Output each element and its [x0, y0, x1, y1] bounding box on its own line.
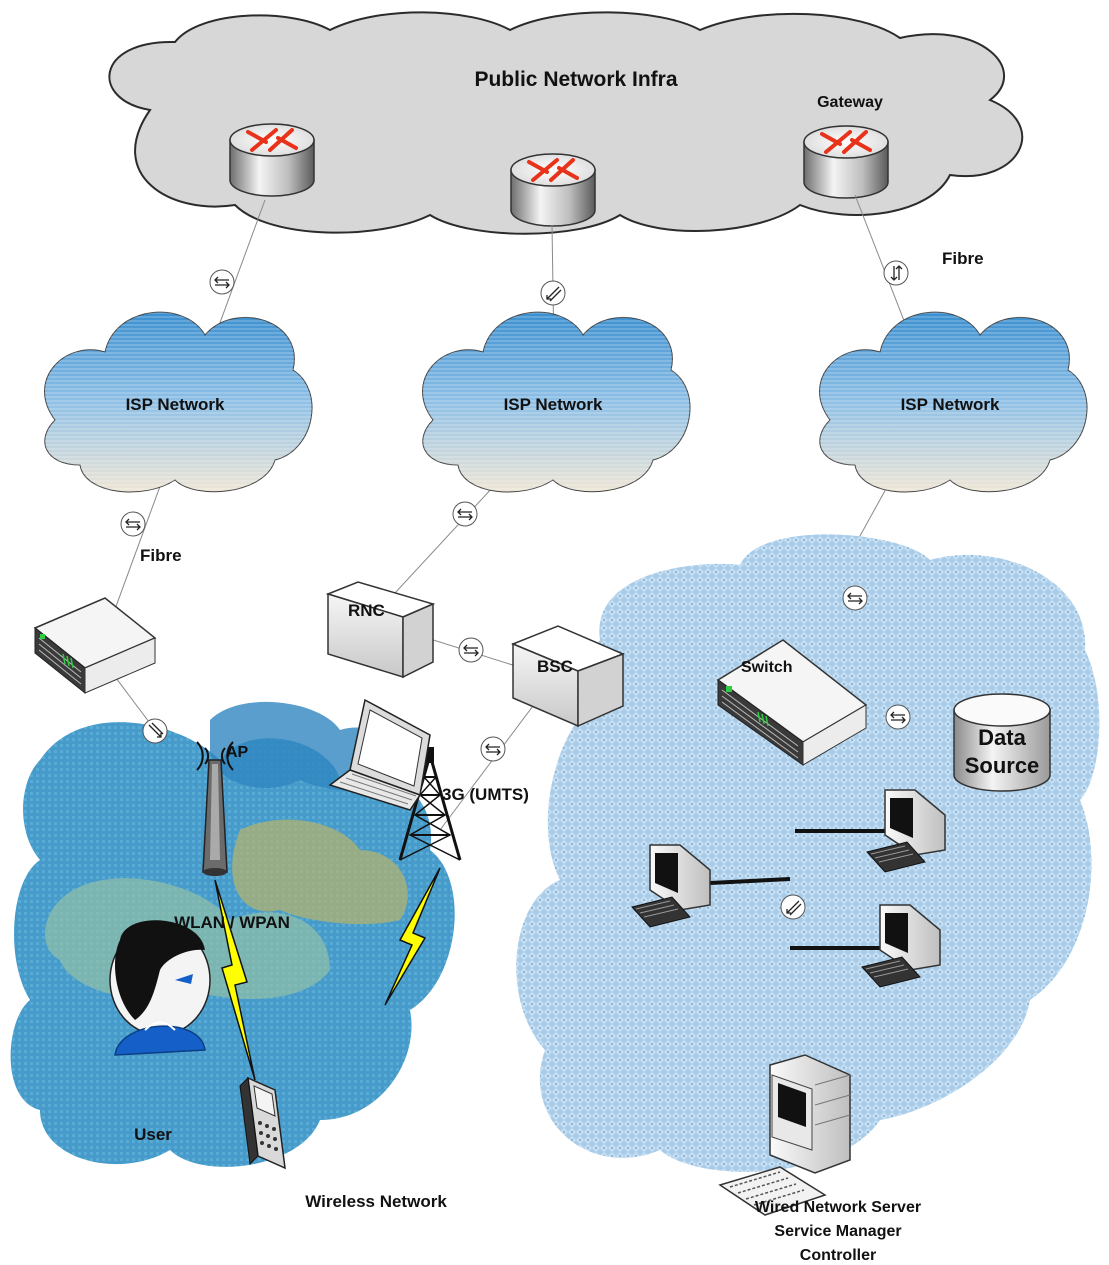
link-arrow-icon — [883, 260, 909, 286]
gateway-label: Gateway — [817, 94, 883, 111]
link-arrow-icon — [780, 894, 806, 920]
user-icon — [109, 920, 211, 1056]
link-arrow-icon — [452, 501, 478, 527]
workstation-icon — [861, 904, 941, 988]
link-arrow-icon — [885, 704, 911, 730]
fibre-label: Fibre — [942, 249, 984, 268]
link-arrow-icon — [120, 511, 146, 537]
ap-label: AP — [226, 744, 249, 761]
router-icon — [510, 153, 596, 227]
wireless-network-caption: Wireless Network — [305, 1192, 447, 1211]
link-arrow-icon — [842, 585, 868, 611]
umts-label: 3G (UMTS) — [442, 785, 529, 804]
link-arrow-icon — [142, 718, 168, 744]
link-arrow-icon — [540, 280, 566, 306]
link-arrow-icon — [480, 736, 506, 762]
workstation-icon — [631, 844, 711, 928]
isp-network-label: ISP Network — [126, 395, 225, 414]
wired-network-caption-line3: Controller — [800, 1247, 876, 1264]
isp-cloud-left: ISP Network — [44, 311, 313, 493]
mobile-phone-icon — [239, 1076, 286, 1170]
laptop-icon — [328, 698, 431, 811]
public-network-label: Public Network Infra — [474, 68, 677, 91]
rnc-box-icon: RNC — [325, 581, 436, 679]
isp-cloud-right: ISP Network — [819, 311, 1088, 493]
user-label: User — [134, 1125, 172, 1144]
workstation-icon — [866, 789, 946, 873]
public-network-cloud: Public Network Infra — [108, 11, 1023, 235]
fibre-label: Fibre — [140, 546, 182, 565]
bsc-label: BSC — [537, 657, 573, 676]
router-icon — [229, 123, 315, 197]
isp-network-label: ISP Network — [504, 395, 603, 414]
link-arrow-icon — [209, 269, 235, 295]
gateway-router-icon — [803, 125, 889, 199]
database-icon: Data Source — [953, 693, 1051, 792]
wired-network-caption-line1: Wired Network Server — [755, 1199, 921, 1216]
access-point-icon — [196, 741, 234, 876]
isp-network-label: ISP Network — [901, 395, 1000, 414]
bsc-box-icon: BSC — [511, 625, 626, 728]
switch-icon: Switch — [716, 639, 868, 766]
wired-network-area — [516, 534, 1100, 1172]
wlan-label: WLAN / WPAN — [174, 913, 290, 932]
rnc-label: RNC — [348, 601, 385, 620]
lightning-icon — [214, 879, 256, 1081]
link-arrow-icon — [458, 637, 484, 663]
lightning-icon — [384, 867, 441, 1006]
data-source-label-line1: Data — [978, 725, 1026, 750]
modem-icon — [33, 597, 157, 695]
data-source-label-line2: Source — [965, 753, 1040, 778]
isp-cloud-center: ISP Network — [422, 311, 691, 493]
switch-label: Switch — [741, 659, 793, 676]
server-icon — [718, 1054, 851, 1216]
wired-network-caption-line2: Service Manager — [774, 1223, 901, 1240]
